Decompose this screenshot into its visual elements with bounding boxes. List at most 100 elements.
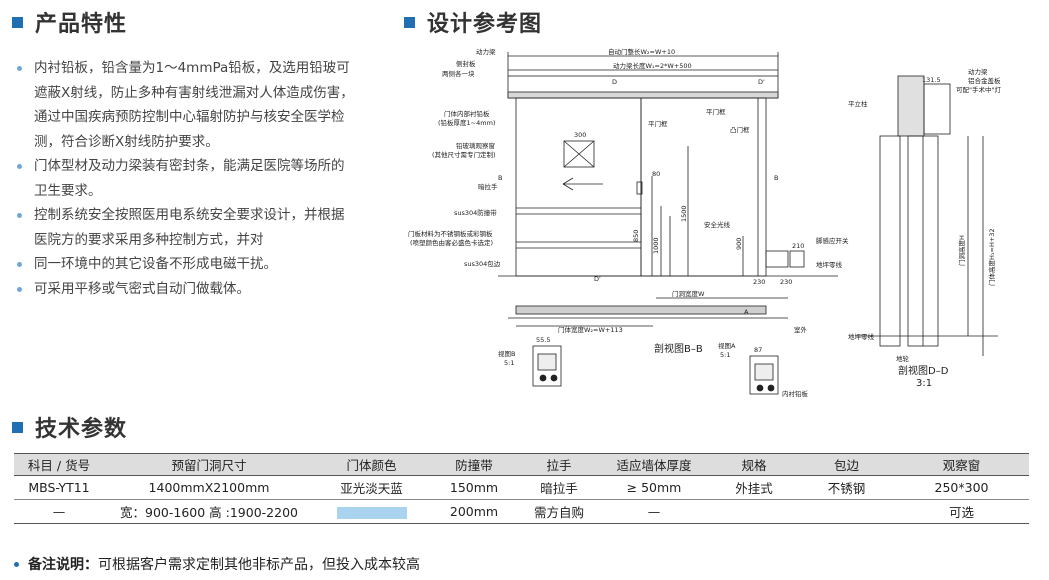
left-label: (铅板厚度1~4mm) (438, 118, 495, 127)
square-bullet-icon (404, 16, 415, 28)
caption: 剖视图D–D (898, 364, 949, 377)
right-label: 平门框 (706, 107, 726, 116)
table-cell: 150mm (449, 480, 499, 495)
right-label: 安全光线 (704, 220, 731, 229)
caption: 5:1 (720, 351, 730, 359)
table-cell: MBS-YT11 (28, 480, 90, 495)
color-swatch (336, 506, 407, 519)
square-bullet-icon (12, 16, 23, 28)
feature-list: 内衬铅板，铅含量为1～4mmPa铅板，及选用铅玻可遮蔽X射线，防止多种有害射线泄… (14, 56, 356, 301)
caption: 视图B (498, 349, 515, 358)
dim-label: 1500 (680, 205, 688, 222)
spec-title: 技术参数 (12, 411, 127, 443)
column-header: 门体颜色 (314, 453, 429, 476)
drawing-title-text: 设计参考图 (427, 12, 543, 37)
left-label: sus304包边 (464, 259, 501, 268)
right-label: 脚感应开关 (816, 236, 849, 245)
dim-label: 87 (754, 346, 762, 354)
note-text: 可根据客户需求定制其他非标产品，但投入成本较高 (98, 557, 420, 573)
note-label: 备注说明： (28, 557, 98, 573)
left-label: 两侧各一块 (442, 69, 475, 78)
caption: 门体宽度W₂=W+113 (558, 325, 623, 334)
table-cell: 可选 (894, 499, 1029, 524)
table-cell: 暗拉手 (540, 481, 578, 496)
dim-label: 动力梁长度W₁=2*W+500 (613, 61, 692, 70)
right-label: 凸门框 (730, 125, 750, 134)
section-mark: A (744, 308, 749, 316)
section-label: 可配"手术中"灯 (956, 85, 1001, 94)
features-title: 产品特性 (12, 6, 127, 38)
dim-label: 900 (735, 238, 743, 250)
table-row: — 宽：900-1600 高 :1900-2200 200mm 需方自购 — 可… (14, 499, 1029, 524)
feature-item: 同一环境中的其它设备不形成电磁干扰。 (14, 252, 356, 277)
table-cell: — (599, 499, 709, 524)
spec-table: 科目 / 货号 预留门洞尺寸 门体颜色 防撞带 拉手 适应墙体厚度 规格 包边 … (14, 453, 1029, 524)
caption: 5:1 (504, 359, 514, 367)
dim-label: 1000 (652, 237, 660, 254)
dim-label: 自动门整长W₂=W+10 (608, 47, 675, 56)
caption: 剖视图B–B (654, 342, 703, 355)
section-mark: B (774, 174, 778, 182)
note: 备注说明： 可根据客户需求定制其他非标产品，但投入成本较高 (14, 554, 420, 574)
caption: 内衬铅板 (782, 389, 809, 398)
square-bullet-icon (12, 421, 23, 433)
dim-label: 55.5 (536, 336, 550, 344)
section-label: 地轮 (896, 354, 910, 363)
column-header: 预留门洞尺寸 (104, 453, 314, 476)
spec-title-text: 技术参数 (35, 417, 128, 442)
bullet-dot-icon (14, 561, 19, 567)
table-cell: 亚光淡天蓝 (340, 481, 403, 496)
left-label: 门体内部衬铅板 (444, 109, 490, 118)
dim-label: 131.5 (922, 76, 941, 84)
drawing-title: 设计参考图 (404, 6, 542, 38)
section-label: 门体高度H₁=H+32 (987, 228, 996, 286)
feature-item: 内衬铅板，铅含量为1～4mmPa铅板，及选用铅玻可遮蔽X射线，防止多种有害射线泄… (14, 56, 356, 154)
feature-item: 门体型材及动力梁装有密封条，能满足医院等场所的卫生要求。 (14, 154, 356, 203)
section-label: 地坪零线 (848, 332, 875, 341)
section-label: 铝合金盖板 (968, 76, 1001, 85)
table-cell: 200mm (429, 499, 519, 524)
left-label: 侧封板 (456, 59, 476, 68)
table-cell: ≥ 50mm (626, 480, 682, 495)
left-label: sus304防撞带 (454, 208, 497, 217)
section-label: 门洞高度H (957, 235, 966, 266)
left-label: 动力梁 (476, 47, 496, 56)
table-cell (799, 499, 894, 524)
section-mark: D' (594, 275, 601, 283)
column-header: 包边 (799, 453, 894, 476)
section-label: 平立柱 (848, 99, 868, 108)
design-drawing: 自动门整长W₂=W+10 动力梁长度W₁=2*W+500 D D' 动力梁 侧封… (408, 47, 1001, 398)
dim-label: 300 (574, 131, 586, 139)
feature-item: 可采用平移或气密式自动门做载体。 (14, 277, 356, 302)
features-title-text: 产品特性 (35, 12, 128, 37)
dim-label: 80 (652, 170, 660, 178)
column-header: 观察窗 (894, 453, 1029, 476)
section-mark: B (498, 174, 502, 182)
dim-label: 230 (753, 278, 765, 286)
left-label: 铅玻璃观察窗 (456, 141, 495, 150)
section-mark: D (612, 78, 617, 86)
left-label: (喷塑颜色由客必盛色卡选定) (410, 238, 493, 247)
dim-label: 210 (792, 242, 804, 250)
dim-label: 850 (632, 230, 640, 242)
column-header: 拉手 (519, 453, 599, 476)
column-header: 防撞带 (429, 453, 519, 476)
table-cell: 1400mmX2100mm (148, 480, 270, 495)
table-cell: — (14, 499, 104, 524)
left-label: 暗拉手 (478, 182, 498, 191)
feature-item: 控制系统安全按照医用电系统安全要求设计，并根据医院方的要求采用多种控制方式，并对 (14, 203, 356, 252)
caption: 3:1 (916, 378, 932, 389)
column-header: 规格 (709, 453, 799, 476)
table-cell: 需方自购 (519, 499, 599, 524)
table-row: MBS-YT11 1400mmX2100mm 亚光淡天蓝 150mm 暗拉手 ≥… (14, 476, 1029, 500)
right-label: 平门框 (648, 119, 668, 128)
right-label: 地坪零线 (816, 260, 843, 269)
table-cell: 外挂式 (735, 481, 773, 496)
caption: 视图A (718, 341, 736, 350)
dim-label: 230 (780, 278, 792, 286)
column-header: 适应墙体厚度 (599, 453, 709, 476)
table-header-row: 科目 / 货号 预留门洞尺寸 门体颜色 防撞带 拉手 适应墙体厚度 规格 包边 … (14, 453, 1029, 476)
column-header: 科目 / 货号 (14, 453, 104, 476)
section-mark: D' (758, 78, 765, 86)
table-cell: 宽：900-1600 高 :1900-2200 (104, 499, 314, 524)
